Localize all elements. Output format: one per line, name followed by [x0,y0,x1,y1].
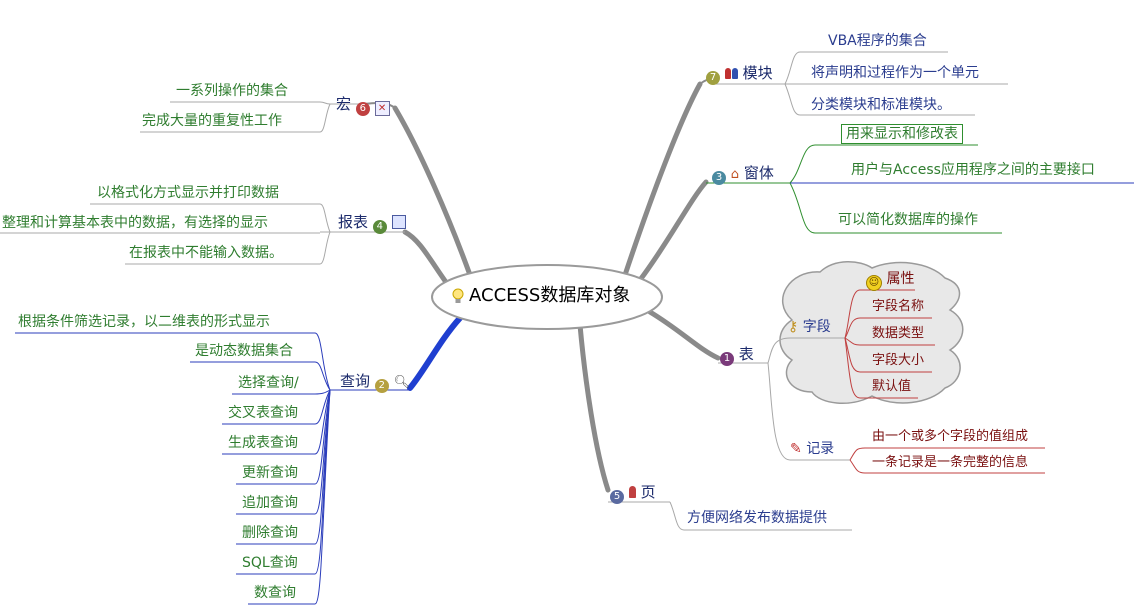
trunk-query [407,315,463,391]
priority-7-icon: 7 [706,71,720,85]
report-leaf-3[interactable]: 在报表中不能输入数据。 [129,245,283,261]
module-connectors [716,51,1008,116]
record-node-label: 记录 [806,441,835,457]
branch-table-label: 表 [738,345,754,363]
priority-3-icon: 3 [712,171,726,185]
field-cloud [779,261,964,404]
branch-page-label: 页 [640,483,656,501]
module-leaf-1[interactable]: VBA程序的集合 [828,33,927,49]
branch-module[interactable]: 7 模块 [706,64,773,85]
query-leaf-10[interactable]: 数查询 [254,585,296,601]
query-leaf-4[interactable]: 交叉表查询 [228,405,298,421]
field-leaf-4[interactable]: 字段大小 [872,353,925,368]
branch-table[interactable]: 1 表 [720,345,754,366]
branch-module-label: 模块 [742,64,773,82]
priority-4-icon: 4 [372,220,387,234]
magnifier-icon: 🔍︎ [393,375,411,390]
macro-leaf-2[interactable]: 完成大量的重复性工作 [142,113,282,129]
macro-icon: ✕ [374,101,390,116]
branch-query[interactable]: 查询 2 🔍︎ [340,372,410,393]
lightbulb-icon [452,288,464,303]
query-leaf-3[interactable]: 选择查询/ [238,375,299,391]
macro-connectors [140,101,360,133]
record-connectors [849,447,1045,474]
form-leaf-2[interactable]: 用户与Access应用程序之间的主要接口 [851,162,1095,178]
module-leaf-2[interactable]: 将声明和过程作为一个单元 [811,65,979,81]
branch-query-label: 查询 [340,372,371,390]
form-leaf-1[interactable]: 用来显示和修改表 [841,124,963,144]
query-leaf-7[interactable]: 追加查询 [242,495,298,511]
form-leaf-3[interactable]: 可以简化数据库的操作 [838,212,978,228]
center-node-shape [431,264,663,330]
priority-2-icon: 2 [374,379,389,393]
person-icon [628,486,636,498]
field-leaf-1-label: 属性 [886,271,915,287]
branch-macro[interactable]: 宏 6 ✕ [336,95,390,116]
house-icon: ⌂ [730,167,740,182]
query-connectors [15,332,410,605]
report-connectors [0,203,405,265]
priority-6-icon: 6 [355,102,370,116]
query-leaf-9[interactable]: SQL查询 [242,555,298,571]
priority-1-icon: 1 [720,352,734,366]
field-leaf-2[interactable]: 字段名称 [872,299,925,314]
branch-report-label: 报表 [338,213,369,231]
center-title[interactable]: ACCESS数据库对象 [469,285,631,306]
query-leaf-2[interactable]: 是动态数据集合 [195,343,293,359]
branch-form-label: 窗体 [743,164,774,182]
field-leaf-3[interactable]: 数据类型 [872,326,925,341]
branch-macro-label: 宏 [336,95,352,113]
query-leaf-8[interactable]: 删除查询 [242,525,298,541]
branch-form[interactable]: 3 ⌂ 窗体 [712,164,774,185]
page-leaf-1[interactable]: 方便网络发布数据提供 [687,510,827,526]
report-leaf-2[interactable]: 整理和计算基本表中的数据，有选择的显示 [2,215,268,231]
key-icon: ⚷ [788,319,799,335]
people-icon [724,68,731,79]
record-leaf-2[interactable]: 一条记录是一条完整的信息 [872,455,1029,470]
field-node-label: 字段 [802,319,831,335]
record-node[interactable]: ✎ 记录 [790,440,834,458]
query-leaf-5[interactable]: 生成表查询 [228,435,298,451]
report-leaf-1[interactable]: 以格式化方式显示并打印数据 [97,185,279,201]
smiley-icon: ☺ [866,275,882,291]
field-leaf-1[interactable]: ☺ 属性 [866,270,914,291]
query-leaf-1[interactable]: 根据条件筛选记录，以二维表的形式显示 [18,314,270,330]
trunk-lines [359,77,721,493]
calendar-icon [391,215,406,229]
pencil-icon: ✎ [790,441,802,457]
module-leaf-3[interactable]: 分类模块和标准模块。 [811,97,951,113]
priority-5-icon: 5 [610,490,624,504]
branch-page[interactable]: 5 页 [610,483,656,504]
record-leaf-1[interactable]: 由一个或多个字段的值组成 [872,429,1029,444]
field-leaf-5[interactable]: 默认值 [872,379,912,394]
field-connectors [844,289,935,399]
branch-report[interactable]: 报表 4 [338,213,406,234]
people-icon-2 [731,68,738,79]
field-node[interactable]: ⚷ 字段 [788,318,831,336]
query-leaf-6[interactable]: 更新查询 [242,465,298,481]
macro-leaf-1[interactable]: 一系列操作的集合 [176,83,288,99]
